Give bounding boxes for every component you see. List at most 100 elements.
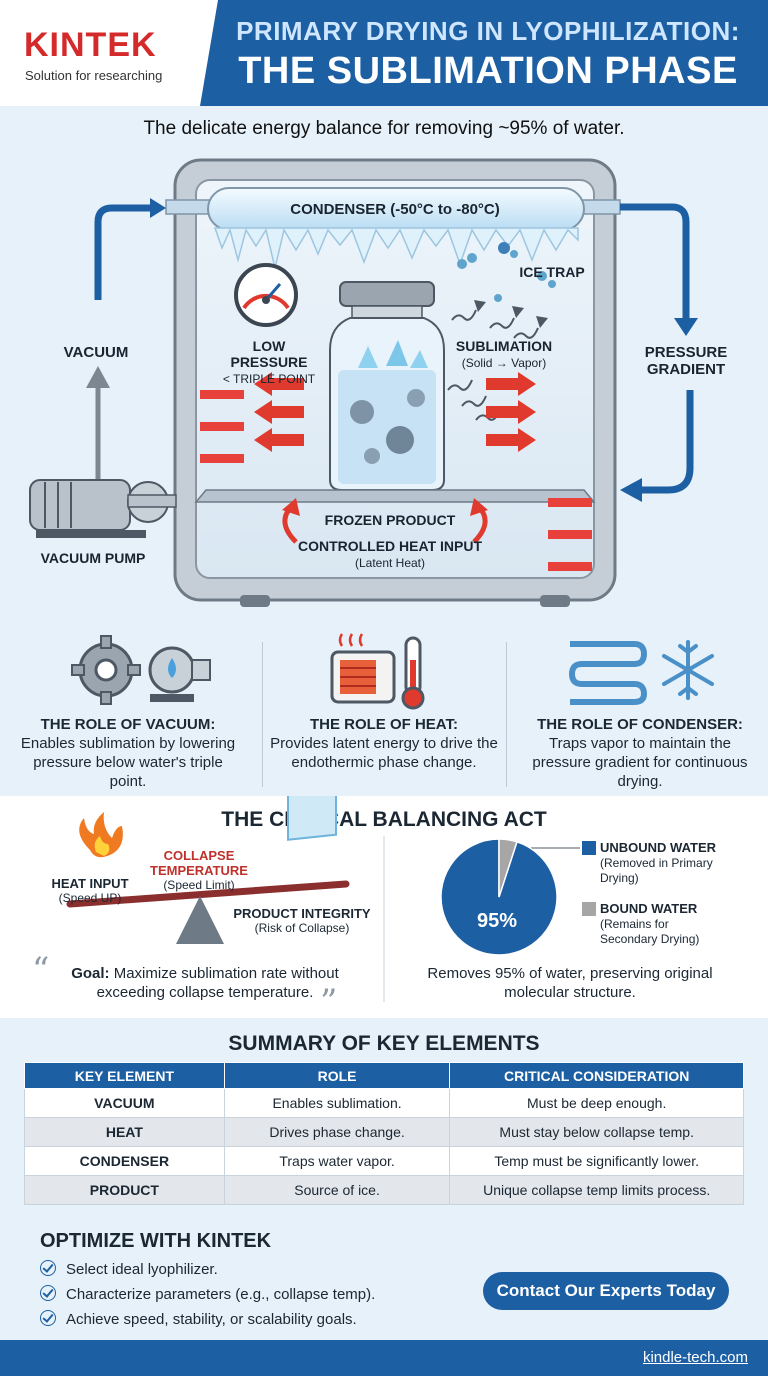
table-cell: Unique collapse temp limits process.: [449, 1175, 744, 1205]
heater-plates-right: [548, 498, 592, 571]
page-title-line2: THE SUBLIMATION PHASE: [238, 50, 738, 92]
diagram-illustration: [29, 158, 698, 607]
table-row: HEAT Drives phase change. Must stay belo…: [24, 1117, 744, 1147]
goal-text: Goal: Maximize sublimation rate without …: [50, 964, 360, 1002]
legend-bound-title: BOUND WATER: [600, 901, 698, 916]
seesaw-fulcrum: [176, 896, 224, 944]
table-row: CONDENSER Traps water vapor. Temp must b…: [24, 1146, 744, 1176]
heat-input-title: HEAT INPUT: [51, 876, 129, 891]
role-condenser-text: Traps vapor to maintain the pressure gra…: [532, 735, 748, 790]
vial-icon: [329, 281, 445, 491]
legend-bound-swatch: [582, 902, 596, 916]
heat-input-subtitle: (Speed UP): [58, 891, 122, 905]
table-cell: Traps water vapor.: [223, 1146, 451, 1176]
roles-section: THE ROLE OF VACUUM: Enables sublimation …: [0, 622, 768, 794]
pie-caption: Removes 95% of water, preserving origina…: [427, 965, 713, 1001]
ice-icicles: [213, 227, 579, 269]
goal-body: Maximize sublimation rate without exceed…: [96, 965, 339, 1001]
role-heat: THE ROLE OF HEAT: Provides latent energy…: [256, 622, 512, 794]
summary-section: SUMMARY OF KEY ELEMENTS KEY ELEMENT ROLE…: [0, 1020, 768, 1222]
page-title-line1: PRIMARY DRYING IN LYOPHILIZATION:: [236, 16, 740, 46]
divider: [262, 642, 263, 787]
flame-icon: [79, 812, 123, 858]
goal-label: Goal:: [71, 965, 110, 982]
pie-percent-label: 95%: [476, 910, 518, 932]
optimize-item-text: Select ideal lyophilizer.: [66, 1261, 218, 1278]
close-quote-icon: ”: [320, 982, 338, 1022]
open-quote-icon: “: [32, 950, 50, 990]
list-item: Select ideal lyophilizer.: [40, 1260, 218, 1278]
table-header: ROLE: [223, 1062, 451, 1089]
legend-unbound-subtitle: (Removed in Primary Drying): [600, 856, 713, 885]
page-subtitle: The delicate energy balance for removing…: [143, 118, 625, 139]
table-cell: PRODUCT: [24, 1175, 225, 1205]
pressure-gradient-line2: GRADIENT: [646, 361, 726, 378]
check-circle-icon: [40, 1260, 56, 1276]
heater-thermometer-icon: [330, 633, 425, 710]
table-row: VACUUM Enables sublimation. Must be deep…: [24, 1088, 744, 1118]
list-item: Characterize parameters (e.g., collapse …: [40, 1285, 375, 1303]
integrity-title: PRODUCT INTEGRITY: [233, 906, 371, 921]
collapse-line2: TEMPERATURE: [150, 863, 248, 878]
ice-trap-label: ICE TRAP: [519, 264, 585, 280]
condenser-label: CONDENSER (-50°C to -80°C): [290, 201, 500, 218]
check-circle-icon: [40, 1310, 56, 1326]
optimize-title: OPTIMIZE WITH KINTEK: [40, 1230, 272, 1252]
pressure-gauge-icon: [234, 263, 298, 327]
collapse-subtitle: (Speed Limit): [163, 878, 235, 892]
contact-experts-button[interactable]: Contact Our Experts Today: [483, 1272, 729, 1310]
vacuum-pump-label: VACUUM PUMP: [40, 550, 146, 566]
logo-tagline: Solution for researching: [25, 68, 163, 83]
table-cell: Source of ice.: [223, 1175, 451, 1205]
role-condenser-title: THE ROLE OF CONDENSER:: [537, 716, 743, 733]
low-pressure-label: LOW PRESSURE < TRIPLE POINT: [214, 338, 324, 386]
table-header: KEY ELEMENT: [24, 1062, 225, 1089]
table-cell: Drives phase change.: [223, 1117, 451, 1147]
table-cell: Must stay below collapse temp.: [449, 1117, 744, 1147]
integrity-subtitle: (Risk of Collapse): [254, 921, 350, 935]
website-link[interactable]: kindle-tech.com: [642, 1349, 748, 1366]
coil-snowflake-icon: [568, 640, 714, 705]
pressure-gradient-label: PRESSURE GRADIENT: [636, 344, 736, 378]
heater-plates-left: [200, 390, 244, 463]
low-pressure-subtitle: < TRIPLE POINT: [222, 372, 316, 386]
summary-table: KEY ELEMENT ROLE CRITICAL CONSIDERATION …: [24, 1062, 744, 1205]
pie-slice-bound-water: [498, 838, 518, 898]
heat-input-subtitle: (Latent Heat): [354, 556, 426, 570]
title-banner: [200, 0, 768, 106]
table-cell: Enables sublimation.: [223, 1088, 451, 1118]
heat-arrows-right: [486, 372, 536, 452]
ice-cube-icon: [287, 796, 337, 841]
role-vacuum: THE ROLE OF VACUUM: Enables sublimation …: [0, 622, 256, 794]
optimize-item-text: Achieve speed, stability, or scalability…: [66, 1311, 357, 1328]
frozen-product-label: FROZEN PRODUCT: [324, 512, 456, 528]
table-header-row: KEY ELEMENT ROLE CRITICAL CONSIDERATION: [24, 1062, 744, 1089]
table-row: PRODUCT Source of ice. Unique collapse t…: [24, 1175, 744, 1205]
seesaw-beam: [66, 880, 350, 908]
check-circle-icon: [40, 1285, 56, 1301]
table-cell: Must be deep enough.: [449, 1088, 744, 1118]
table-cell: VACUUM: [24, 1088, 225, 1118]
heat-arrows-left: [254, 372, 304, 452]
logo-area: KINTEK Solution for researching: [0, 0, 215, 106]
table-header: CRITICAL CONSIDERATION: [449, 1062, 744, 1089]
role-vacuum-title: THE ROLE OF VACUUM:: [40, 716, 216, 733]
table-cell: HEAT: [24, 1117, 225, 1147]
sublimation-title: SUBLIMATION: [455, 338, 553, 354]
collapse-temperature-label: COLLAPSE TEMPERATURE (Speed Limit): [140, 848, 258, 892]
product-shelf: [194, 489, 596, 503]
legend-unbound-title: UNBOUND WATER: [600, 840, 717, 855]
balancing-section: THE CRITICAL BALANCING ACT HEAT INPUT (S…: [0, 796, 768, 1022]
gear-pump-icon: [71, 635, 211, 705]
legend-bound-subtitle: (Remains for Secondary Drying): [600, 917, 700, 946]
sublimation-subtitle: (Solid → Vapor): [461, 356, 547, 370]
vacuum-pump-icon: [29, 479, 177, 538]
logo[interactable]: KINTEK: [24, 26, 157, 64]
role-heat-text: Provides latent energy to drive the endo…: [270, 735, 498, 771]
vacuum-label: VACUUM: [63, 344, 129, 361]
optimize-section: OPTIMIZE WITH KINTEK Select ideal lyophi…: [0, 1222, 768, 1340]
heat-input-title: CONTROLLED HEAT INPUT: [297, 538, 483, 554]
pressure-gradient-line1: PRESSURE: [644, 344, 728, 361]
heat-input-label: HEAT INPUT (Speed UP): [40, 876, 140, 905]
summary-title: SUMMARY OF KEY ELEMENTS: [228, 1032, 540, 1055]
